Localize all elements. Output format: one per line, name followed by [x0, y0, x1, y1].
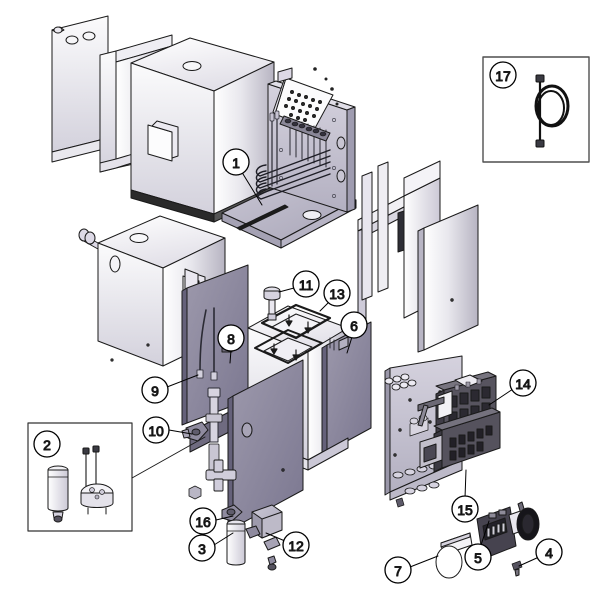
- part-valve-fitting: [181, 421, 209, 442]
- inset-box-2: [27, 422, 206, 532]
- callout-circle-6: [340, 311, 368, 339]
- part-main-cabinet: [130, 37, 275, 223]
- callout-12[interactable]: 12: [282, 531, 310, 559]
- callout-label-12: 12: [288, 538, 304, 554]
- callout-circle-15: [451, 495, 479, 523]
- part-filter-cartridge: [226, 519, 246, 566]
- callout-7[interactable]: 7: [384, 556, 412, 584]
- callout-label-9: 9: [151, 383, 159, 399]
- callout-17[interactable]: 17: [489, 61, 517, 89]
- callout-label-6: 6: [350, 318, 358, 334]
- callout-label-15: 15: [457, 502, 473, 518]
- callout-16[interactable]: 16: [189, 507, 217, 535]
- callout-circle-13: [323, 279, 351, 307]
- part-coiled-cord: [534, 74, 570, 148]
- callout-label-17: 17: [495, 68, 511, 84]
- callout-15[interactable]: 15: [451, 495, 479, 523]
- callout-circle-4: [535, 538, 563, 566]
- part-tee-fitting: [205, 459, 237, 492]
- callout-circle-10: [142, 416, 170, 444]
- callout-label-8: 8: [227, 331, 235, 347]
- callout-circle-7: [384, 556, 412, 584]
- callout-label-3: 3: [198, 541, 206, 557]
- part-right-door-panel: [417, 204, 479, 353]
- callout-label-2: 2: [43, 437, 51, 453]
- part-plumbing-assembly: [181, 307, 283, 571]
- callout-circle-9: [141, 376, 169, 404]
- callout-6[interactable]: 6: [340, 311, 368, 339]
- callout-9[interactable]: 9: [141, 376, 169, 404]
- part-fastener-screw: [511, 560, 523, 577]
- callout-2[interactable]: 2: [33, 430, 61, 458]
- callout-14[interactable]: 14: [509, 369, 537, 397]
- part-filter-canister: [47, 465, 69, 523]
- callout-4[interactable]: 4: [535, 538, 563, 566]
- part-probe-rod: [199, 307, 215, 375]
- callout-circle-5: [464, 543, 492, 571]
- part-hex-nut: [188, 485, 202, 500]
- callout-5[interactable]: 5: [464, 543, 492, 571]
- callout-13[interactable]: 13: [323, 279, 351, 307]
- part-probe-pins: [82, 445, 100, 487]
- callout-circle-8: [217, 324, 245, 352]
- callout-label-13: 13: [329, 286, 345, 302]
- part-control-board: [476, 501, 540, 560]
- callout-label-5: 5: [474, 550, 482, 566]
- callout-circle-17: [489, 61, 517, 89]
- callout-circle-3: [188, 534, 216, 562]
- part-sensor-cap: [80, 483, 114, 515]
- callout-circle-12: [282, 531, 310, 559]
- part-gasket-frame-lower: [254, 329, 323, 364]
- callout-label-16: 16: [195, 514, 211, 530]
- callout-11[interactable]: 11: [292, 270, 320, 298]
- part-cap-plug: [263, 286, 281, 321]
- part-outer-side-panel: [51, 15, 109, 163]
- callout-circle-1: [222, 148, 250, 176]
- callout-8[interactable]: 8: [217, 324, 245, 352]
- callout-label-7: 7: [394, 563, 402, 579]
- part-solenoid-valve: [245, 504, 283, 571]
- inset-2-leader-line: [131, 436, 206, 479]
- callout-label-4: 4: [545, 545, 553, 561]
- callout-3[interactable]: 3: [188, 534, 216, 562]
- callout-label-1: 1: [232, 155, 240, 171]
- part-contactor-module: [409, 404, 501, 473]
- part-purple-back-panel: [181, 264, 249, 426]
- part-heat-exchanger-assembly: [221, 67, 357, 249]
- callout-circle-11: [292, 270, 320, 298]
- callout-circle-2: [33, 430, 61, 458]
- callout-label-14: 14: [515, 376, 531, 392]
- callout-circle-14: [509, 369, 537, 397]
- callout-10[interactable]: 10: [142, 416, 170, 444]
- callout-circle-16: [189, 507, 217, 535]
- callout-1[interactable]: 1: [222, 148, 250, 176]
- callout-label-11: 11: [299, 277, 314, 293]
- callout-label-10: 10: [148, 423, 164, 439]
